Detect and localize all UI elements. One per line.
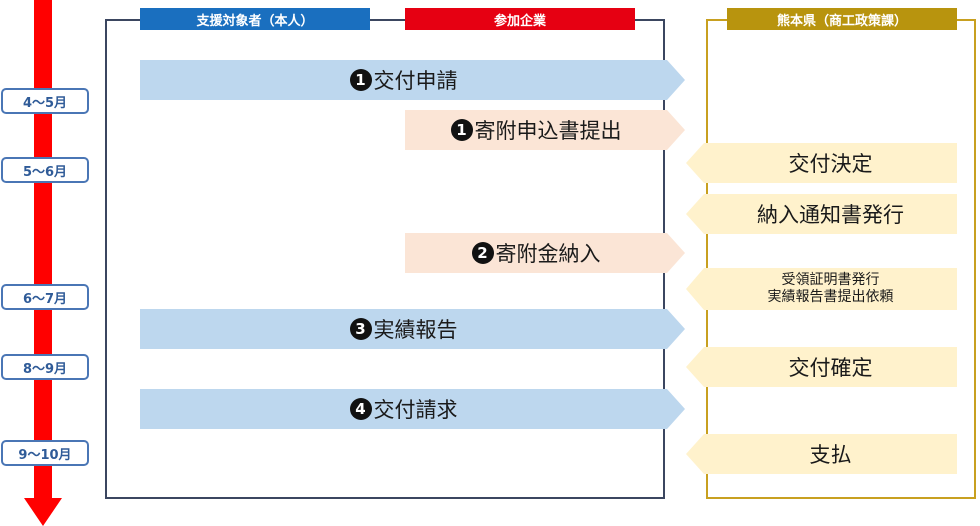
step-receipt-request: 受領証明書発行 実績報告書提出依頼	[686, 268, 957, 310]
step-number-badge: 3	[350, 318, 372, 340]
step-number-badge: 1	[451, 119, 473, 141]
step-number-badge: 1	[350, 69, 372, 91]
step-label-line2: 実績報告書提出依頼	[767, 289, 894, 305]
step-number-badge: 4	[350, 398, 372, 420]
step-payment: 支払	[686, 434, 957, 474]
prefecture-header: 熊本県（商工政策課）	[727, 8, 957, 30]
month-label: 4～5月	[1, 88, 89, 114]
step-label: 交付決定	[788, 152, 873, 176]
step-label: 支払	[809, 443, 852, 467]
step-label: 寄附金納入	[495, 242, 601, 266]
timeline-bar	[34, 0, 52, 500]
company-header: 参加企業	[405, 8, 635, 30]
step-grant-confirmation: 交付確定	[686, 347, 957, 387]
month-label: 5～6月	[1, 157, 89, 183]
step-label: 納入通知書発行	[757, 203, 904, 227]
timeline-arrow-head	[24, 498, 62, 526]
step-label-line1: 受領証明書発行	[781, 272, 880, 288]
step-label: 寄附申込書提出	[474, 119, 622, 143]
applicant-header: 支援対象者（本人）	[140, 8, 370, 30]
step-grant-decision: 交付決定	[686, 143, 957, 183]
step-payment-notice: 納入通知書発行	[686, 194, 957, 234]
step-label: 交付申請	[373, 69, 458, 93]
month-label: 8～9月	[1, 354, 89, 380]
month-label: 9～10月	[1, 440, 89, 466]
prefecture-panel	[706, 19, 976, 499]
step-number-badge: 2	[472, 242, 494, 264]
step-label: 交付確定	[788, 356, 873, 380]
step-label: 交付請求	[373, 398, 458, 422]
step-label: 実績報告	[373, 318, 458, 342]
month-label: 6～7月	[1, 284, 89, 310]
